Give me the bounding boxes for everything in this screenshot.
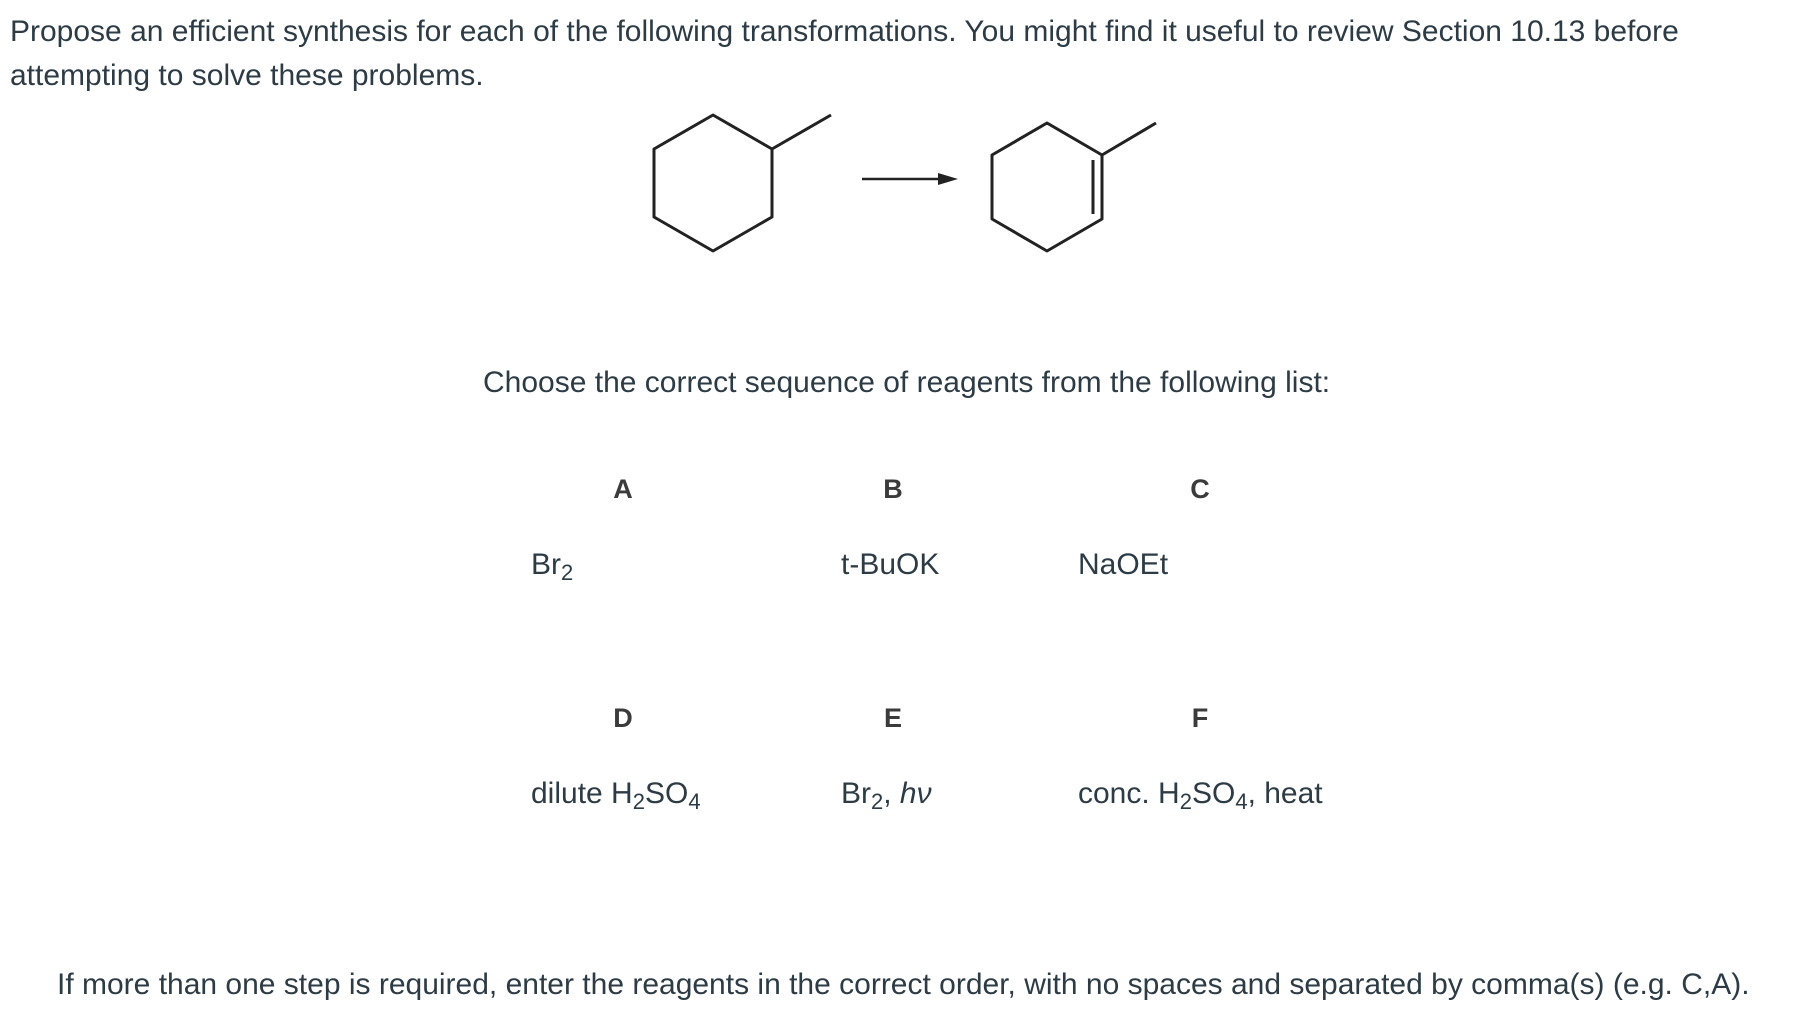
option-letter-a: A xyxy=(613,474,633,504)
reagent-a: Br2 xyxy=(531,548,574,585)
reagent-c: NaOEt xyxy=(1078,548,1169,581)
question-prompt: Propose an efficient synthesis for each … xyxy=(10,15,1679,92)
product-structure xyxy=(990,121,1157,253)
reagent-e: Br2, hν xyxy=(841,777,932,814)
option-letter-d: D xyxy=(613,703,633,733)
reagent-b: t-BuOK xyxy=(841,548,940,581)
instruction-text: Choose the correct sequence of reagents … xyxy=(483,366,1331,399)
option-letter-b: B xyxy=(883,474,903,504)
option-letter-e: E xyxy=(883,703,902,733)
answer-instructions: If more than one step is required, enter… xyxy=(57,968,1750,1001)
option-letter-c: C xyxy=(1190,474,1210,504)
reagent-f: conc. H2SO4, heat xyxy=(1078,777,1323,814)
reaction-arrow xyxy=(862,173,958,185)
reaction-scheme xyxy=(652,113,1157,253)
reactant-structure xyxy=(652,113,832,253)
reagent-d: dilute H2SO4 xyxy=(531,777,701,814)
option-letter-f: F xyxy=(1191,703,1209,733)
